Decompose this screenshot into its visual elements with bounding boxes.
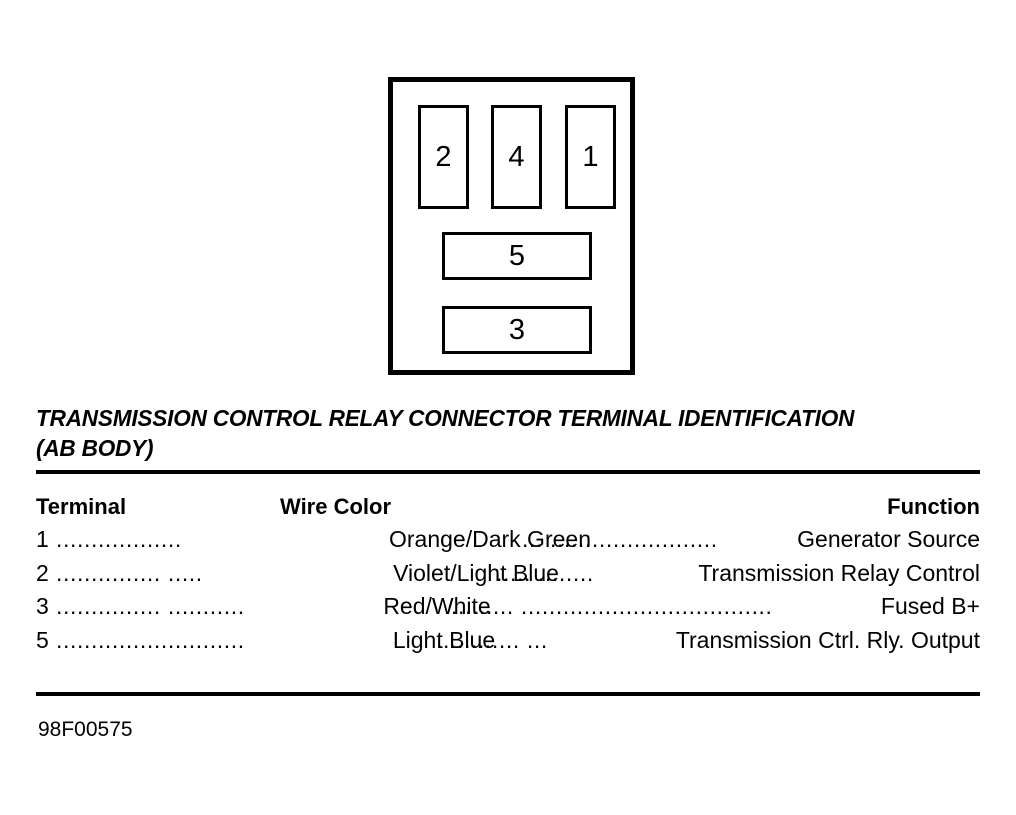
table-bottom-rule [36, 692, 980, 696]
table-top-rule [36, 470, 980, 474]
cell-terminal: 2 [36, 559, 49, 586]
cell-function: Transmission Ctrl. Rly. Output [675, 626, 980, 653]
column-header-terminal: Terminal [36, 494, 127, 519]
diagram-title-line-1: TRANSMISSION CONTROL RELAY CONNECTOR TER… [36, 405, 855, 431]
dot-leader: ... ........................ [522, 526, 718, 552]
table-row: 2 ............... ..... Violet/Light Blu… [36, 556, 980, 590]
terminal-pin-1: 1 [565, 105, 616, 209]
dot-leader: ............ ... [436, 626, 548, 653]
cell-function: Generator Source [797, 526, 980, 552]
diagram-title-line-2: (AB BODY) [36, 435, 154, 461]
dot-leader: ..... ........ [496, 559, 594, 586]
table-row: 5 ........................... Light Blue… [36, 623, 980, 657]
table-header-row: Terminal Wire Color Function [36, 482, 980, 522]
column-header-wire-color: Wire Color [280, 494, 392, 519]
cell-terminal: 5 [36, 626, 49, 653]
terminal-pin-3-label: 3 [508, 313, 526, 346]
terminal-pin-2: 2 [418, 105, 469, 209]
terminal-identification-table: Terminal Wire Color Function 1 .........… [36, 482, 980, 656]
terminal-pin-5-label: 5 [508, 239, 526, 272]
cell-terminal: 3 [36, 593, 49, 619]
diagram-title: TRANSMISSION CONTROL RELAY CONNECTOR TER… [36, 403, 944, 463]
table-row: 1 .................. Orange/Dark Green .… [36, 522, 980, 556]
column-header-function: Function [887, 494, 980, 519]
terminal-pin-4: 4 [491, 105, 542, 209]
dot-leader: ........................... [56, 626, 245, 653]
connector-diagram: 2 4 1 5 3 [388, 77, 635, 375]
dot-leader: ............... ..... [56, 559, 203, 586]
dot-leader: .................. [56, 526, 182, 552]
terminal-pin-3: 3 [442, 306, 592, 354]
dot-leader: .......... .............................… [444, 593, 773, 619]
dot-leader: ............... ........... [56, 593, 245, 619]
connector-outline: 2 4 1 5 3 [388, 77, 635, 375]
cell-function: Fused B+ [880, 593, 980, 619]
cell-terminal: 1 [36, 526, 49, 552]
terminal-pin-1-label: 1 [582, 140, 599, 173]
terminal-pin-5: 5 [442, 232, 592, 280]
table-row: 3 ............... ........... Red/White … [36, 589, 980, 623]
terminal-pin-4-label: 4 [508, 140, 525, 173]
terminal-pin-2-label: 2 [435, 140, 452, 173]
figure-code: 98F00575 [38, 718, 133, 741]
cell-function: Transmission Relay Control [698, 559, 980, 586]
